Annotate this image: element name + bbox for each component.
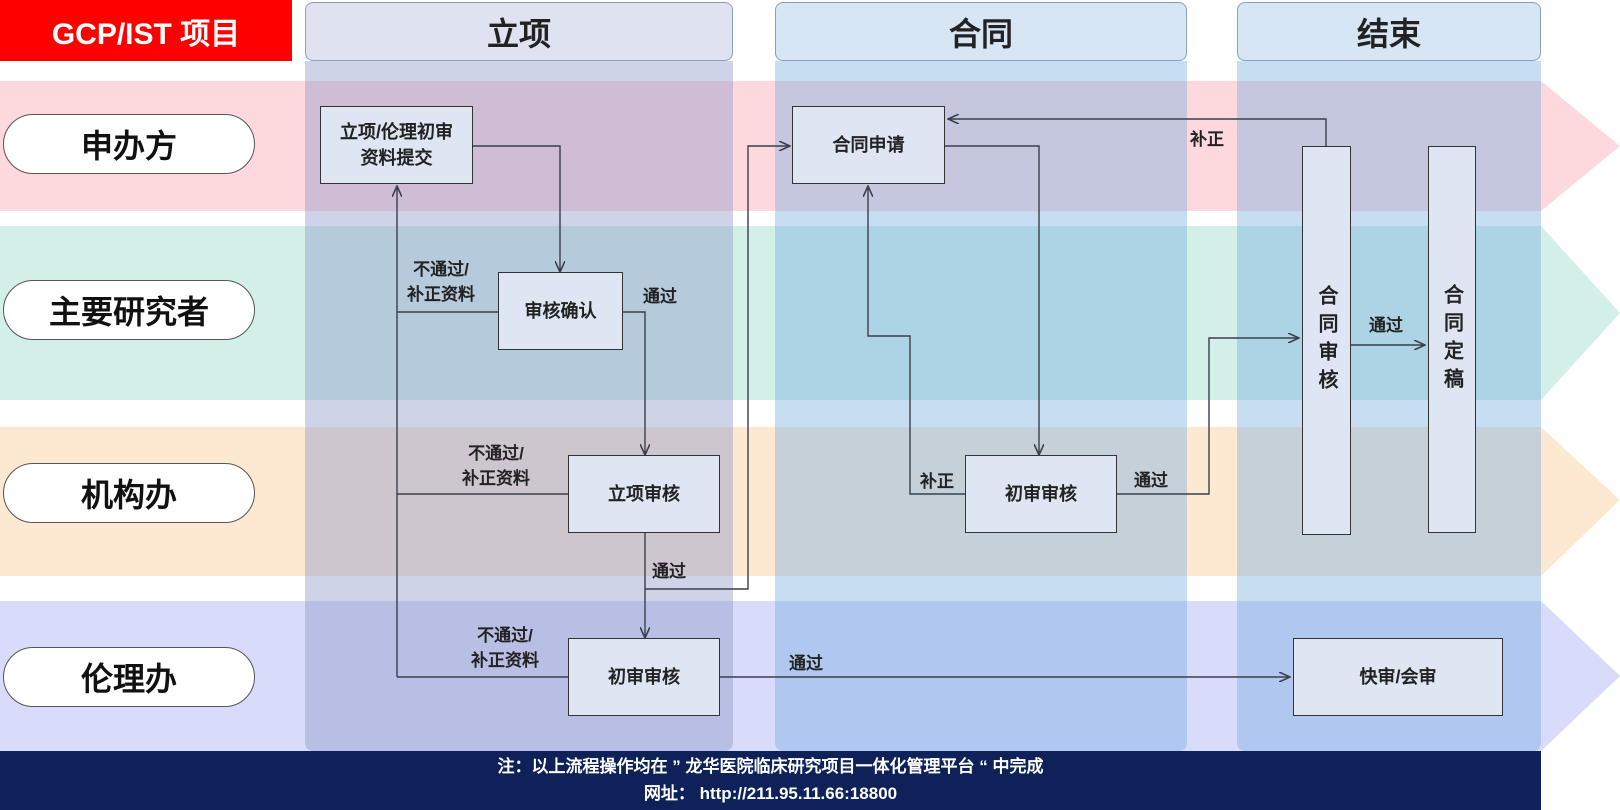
- edge-submit-to-confirm: [473, 145, 560, 272]
- phase-header-approval: 立项: [305, 2, 733, 61]
- phase-header-closing: 结束: [1237, 2, 1541, 61]
- lane-label-pi: 主要研究者: [3, 280, 255, 340]
- footer-website: 网址： http://211.95.11.66:18800: [643, 784, 898, 803]
- lane-band-ethics: [0, 601, 1620, 751]
- edge-project-pass-contract: [645, 146, 790, 590]
- label-pass-contract-review: 通过: [1369, 316, 1403, 335]
- lane-label-office: 机构办: [3, 463, 255, 523]
- label-pass-office: 通过: [652, 562, 686, 581]
- project-badge: GCP/IST 项目: [0, 0, 292, 61]
- label-reject-pi: 不通过/ 补正资料: [407, 260, 475, 304]
- label-correct-contract-init: 补正: [920, 472, 954, 491]
- node-ethics-initial-review: 初审审核: [568, 638, 720, 716]
- node-contract-review: 合同审核: [1302, 146, 1351, 535]
- label-pass-ethics: 通过: [789, 654, 823, 673]
- node-fast-review: 快审/会审: [1293, 638, 1503, 716]
- lane-band-pi: [0, 226, 1620, 400]
- footer-note: 注：以上流程操作均在 ” 龙华医院临床研究项目一体化管理平台 “ 中完成 网址：…: [0, 751, 1541, 810]
- label-reject-ethics: 不通过/ 补正资料: [471, 626, 539, 670]
- node-project-review: 立项审核: [568, 455, 720, 533]
- edge-contract-to-init: [945, 145, 1039, 455]
- lane-label-ethics: 伦理办: [3, 647, 255, 707]
- label-pass-contract-init: 通过: [1134, 471, 1168, 490]
- node-submit-materials: 立项/伦理初审 资料提交: [320, 106, 473, 184]
- edge-confirm-pass: [623, 311, 645, 455]
- phase-column-closing: [1237, 61, 1541, 751]
- edge-init-correct: [868, 186, 965, 495]
- footer-note-text: 注：以上流程操作均在 ” 龙华医院临床研究项目一体化管理平台 “ 中完成: [497, 757, 1044, 776]
- label-reject-office: 不通过/ 补正资料: [462, 444, 530, 488]
- edge-init-pass: [1117, 338, 1299, 495]
- label-correct-contract-review: 补正: [1190, 130, 1224, 149]
- node-contract-final: 合同定稿: [1428, 146, 1476, 533]
- lane-band-office: [0, 427, 1620, 576]
- label-pass-pi: 通过: [643, 287, 677, 306]
- node-contract-apply: 合同申请: [792, 106, 945, 184]
- phase-header-contract: 合同: [775, 2, 1187, 61]
- lane-label-sponsor: 申办方: [3, 114, 255, 174]
- node-pi-confirm: 审核确认: [498, 272, 623, 350]
- node-contract-initial-review: 初审审核: [965, 455, 1117, 533]
- edge-review-correct: [948, 119, 1327, 146]
